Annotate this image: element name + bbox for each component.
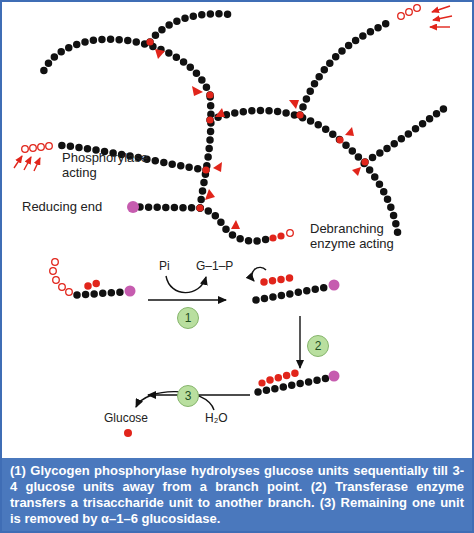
free-glucose <box>124 429 132 437</box>
enzyme-arrow <box>433 16 452 20</box>
released-glucose <box>287 230 294 237</box>
branch-point <box>206 116 213 123</box>
reducing-end <box>125 286 136 297</box>
enzyme-arrow <box>34 158 40 171</box>
enzyme-arrow <box>24 157 31 170</box>
glucose-chain <box>77 292 124 295</box>
branch-point <box>206 91 213 98</box>
branch-arrowhead <box>345 127 354 136</box>
branch-point <box>196 204 203 211</box>
enzyme-arrow <box>14 156 22 168</box>
branch-glucose <box>258 379 265 386</box>
glucose-unit <box>52 259 59 266</box>
reagent-label: H₂O <box>205 411 228 426</box>
branch-point <box>336 136 343 143</box>
branch-point <box>146 38 153 45</box>
branch-arrowhead <box>231 220 240 229</box>
glucose-unit <box>53 277 60 284</box>
step-number: 2 <box>315 340 322 352</box>
glucose-chain <box>300 20 393 115</box>
product-label: Glucose <box>104 411 148 426</box>
enzyme-arrow <box>430 26 450 27</box>
glucose-unit <box>50 268 57 275</box>
branch-arrowhead <box>192 86 203 96</box>
glucose-chain <box>210 110 398 235</box>
curved-arrow <box>136 392 214 410</box>
transfer-arrow <box>252 267 266 281</box>
branch-point <box>296 111 303 118</box>
step-circle: 3 <box>177 385 199 407</box>
product-label: G–1–P <box>196 259 233 274</box>
released-glucose <box>30 145 37 152</box>
reaction-arrow <box>148 299 226 300</box>
branch-arrowhead <box>289 100 299 109</box>
reducing-end <box>127 201 139 213</box>
reducing-end <box>329 280 340 291</box>
glucose-chain <box>365 108 445 162</box>
glucose-unit <box>59 284 66 291</box>
branch-point <box>361 158 368 165</box>
caption-band: (1) Glycogen phosphorylase hydrolyses gl… <box>0 458 474 533</box>
glucose-chain <box>140 207 268 241</box>
step-number: 1 <box>185 312 192 324</box>
branch-chain <box>88 281 104 286</box>
released-glucose <box>22 146 29 153</box>
released-glucose <box>398 13 405 20</box>
step-number: 3 <box>185 390 192 402</box>
branch-arrowhead <box>213 162 222 172</box>
step-circle: 1 <box>177 307 199 329</box>
released-glucose <box>38 144 45 151</box>
transferred-unit <box>270 373 296 380</box>
enzyme-label: Phosphorylase acting <box>62 150 154 180</box>
reaction-arrow <box>299 316 300 368</box>
branch-glucose <box>277 232 284 239</box>
branch-arrowhead <box>205 189 215 200</box>
branch-point <box>202 166 209 173</box>
released-glucose <box>46 143 53 150</box>
enzyme-label: Debranching enzyme acting <box>310 221 410 251</box>
curved-arrow <box>166 276 206 293</box>
reducing-end <box>329 371 340 382</box>
branch-arrowhead <box>352 167 361 176</box>
branch-arrowhead <box>155 49 165 59</box>
branch-glucose <box>269 234 276 241</box>
glucose-chain <box>150 14 235 42</box>
reagent-label: Pi <box>159 259 170 274</box>
branch-arrowhead <box>215 108 225 117</box>
part-label: Reducing end <box>22 199 102 214</box>
transferred-unit <box>264 278 290 282</box>
enzyme-arrow <box>432 6 450 12</box>
glucose-chain <box>42 39 210 95</box>
released-glucose <box>414 5 421 12</box>
glucose-chain <box>256 287 328 300</box>
released-glucose <box>406 9 413 16</box>
step-circle: 2 <box>307 335 329 357</box>
glucose-unit <box>66 289 73 296</box>
